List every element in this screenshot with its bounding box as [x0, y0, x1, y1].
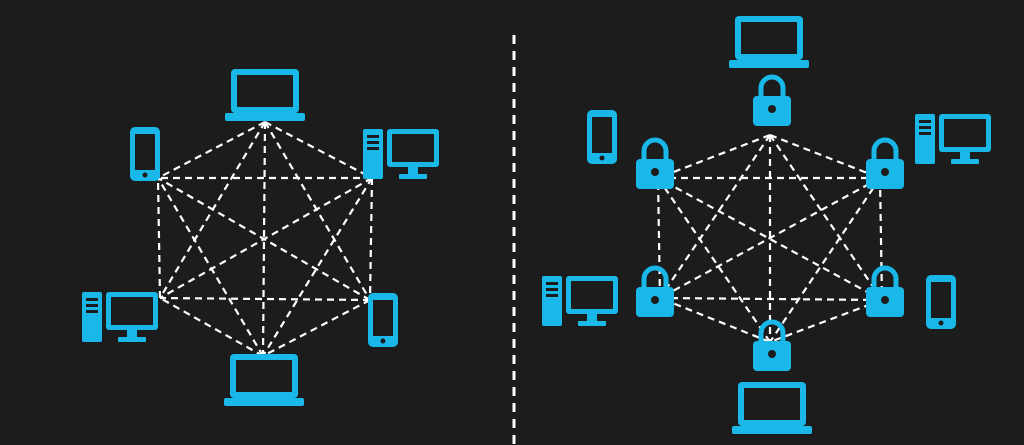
connection-line — [262, 177, 373, 357]
phone-icon — [368, 293, 398, 347]
laptop-icon — [729, 16, 809, 68]
left-mesh-connections — [156, 121, 374, 357]
connection-line — [657, 177, 771, 343]
phone-icon — [587, 110, 617, 164]
right-network-secured — [542, 16, 991, 434]
desktop-computer-icon — [915, 114, 991, 164]
connection-line — [657, 177, 883, 301]
connection-line — [657, 133, 771, 180]
connection-line — [157, 177, 264, 357]
connection-line — [656, 177, 662, 299]
connection-line — [159, 177, 373, 299]
left-network — [82, 69, 439, 406]
connection-line — [159, 297, 264, 357]
padlock-icon — [753, 74, 791, 126]
connection-line — [659, 296, 883, 302]
connection-line — [769, 298, 883, 344]
laptop-icon — [224, 354, 304, 406]
connection-line — [264, 121, 373, 179]
padlock-icon — [866, 137, 904, 189]
laptop-icon — [225, 69, 305, 121]
connection-line — [368, 177, 374, 301]
desktop-computer-icon — [542, 276, 618, 326]
connection-line — [264, 121, 371, 301]
connection-line — [769, 134, 883, 301]
connection-line — [156, 177, 162, 299]
connection-line — [659, 296, 771, 344]
connection-line — [157, 121, 266, 179]
right-mesh-connections — [656, 133, 884, 344]
desktop-computer-icon — [363, 129, 439, 179]
padlock-icon — [753, 319, 791, 371]
padlock-icon — [866, 265, 904, 317]
connection-line — [659, 134, 771, 299]
phone-icon — [926, 275, 956, 329]
padlock-icon — [636, 137, 674, 189]
laptop-icon — [732, 382, 812, 434]
connection-line — [262, 299, 371, 357]
connection-line — [878, 177, 884, 301]
connection-line — [261, 121, 267, 357]
connection-line — [659, 177, 881, 299]
connection-line — [769, 133, 881, 180]
connection-line — [769, 177, 881, 343]
connection-line — [157, 177, 371, 301]
desktop-computer-icon — [82, 292, 158, 342]
padlock-icon — [636, 265, 674, 317]
phone-icon — [130, 127, 160, 181]
